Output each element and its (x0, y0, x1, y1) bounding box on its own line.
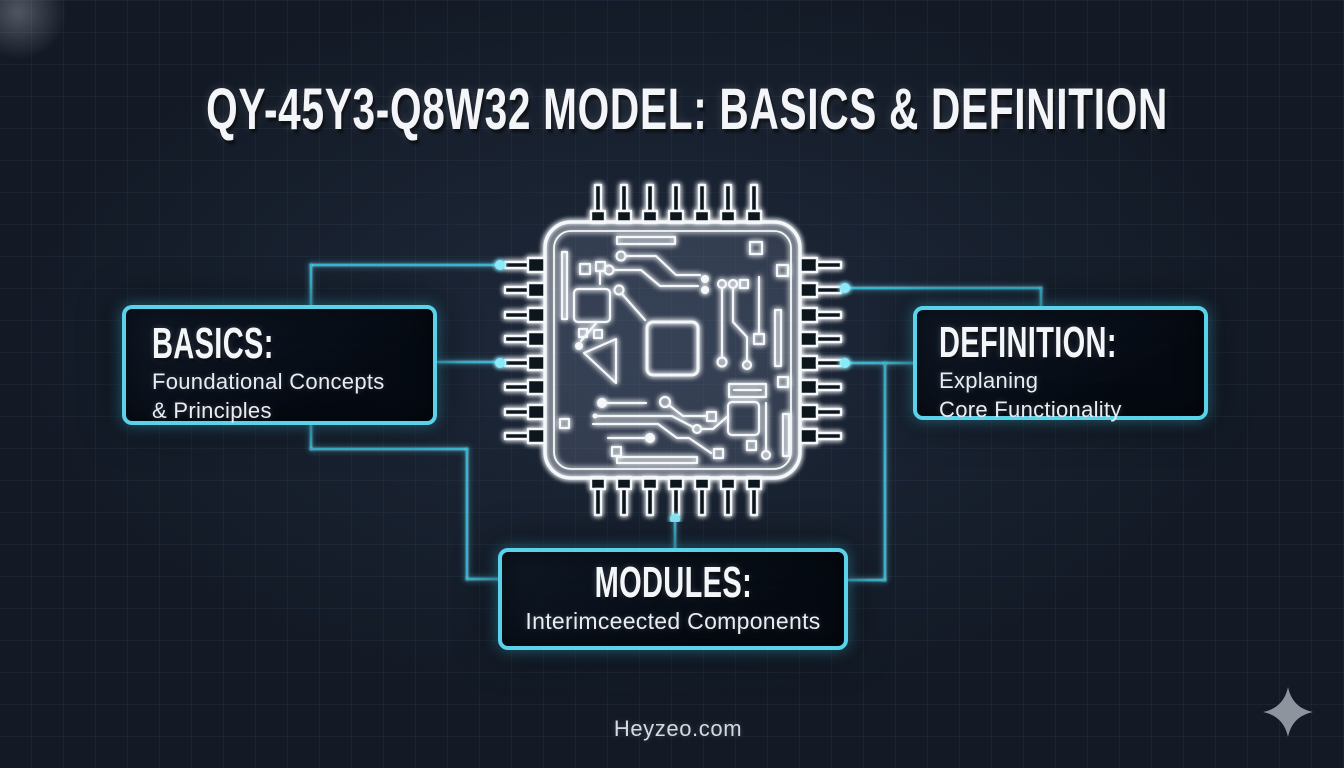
definition-line-1: Explaning (939, 368, 1039, 394)
definition-heading: DEFINITION: (939, 318, 1117, 367)
connector-line (845, 362, 915, 364)
modules-heading: MODULES: (594, 558, 752, 607)
basics-heading: BASICS: (152, 319, 274, 368)
connector-line (466, 448, 468, 580)
connector-line (884, 362, 886, 581)
connector-line (848, 579, 886, 581)
chip-illustration (495, 183, 850, 522)
connector-line (845, 287, 1042, 289)
definition-line-2: Core Functionality (939, 397, 1122, 423)
page-title: QY-45Y3-Q8W32 MODEL: BASICS & DEFINITION (206, 77, 1169, 142)
basics-box: BASICS: Foundational Concepts & Principl… (122, 305, 437, 425)
connector-line (466, 578, 500, 580)
connector-line (310, 423, 312, 450)
connector-line (1040, 287, 1042, 307)
sparkle-icon (1263, 687, 1313, 737)
modules-line-1: Interimceected Components (525, 608, 821, 635)
basics-line-1: Foundational Concepts (152, 369, 385, 395)
connector-line (310, 264, 312, 307)
corner-light-smudge (0, 0, 72, 64)
definition-box: DEFINITION: Explaning Core Functionality (913, 306, 1208, 422)
page-title-wrap: QY-45Y3-Q8W32 MODEL: BASICS & DEFINITION (0, 76, 1320, 143)
basics-line-2: & Principles (152, 398, 272, 424)
website-watermark: Heyzeo.com (613, 716, 743, 741)
connector-line (674, 518, 676, 550)
connector-line (310, 264, 501, 266)
connector-line (310, 448, 468, 450)
modules-box: MODULES: Interimceected Components (498, 548, 848, 650)
connector-dots (495, 260, 850, 522)
connector-line (437, 361, 501, 363)
